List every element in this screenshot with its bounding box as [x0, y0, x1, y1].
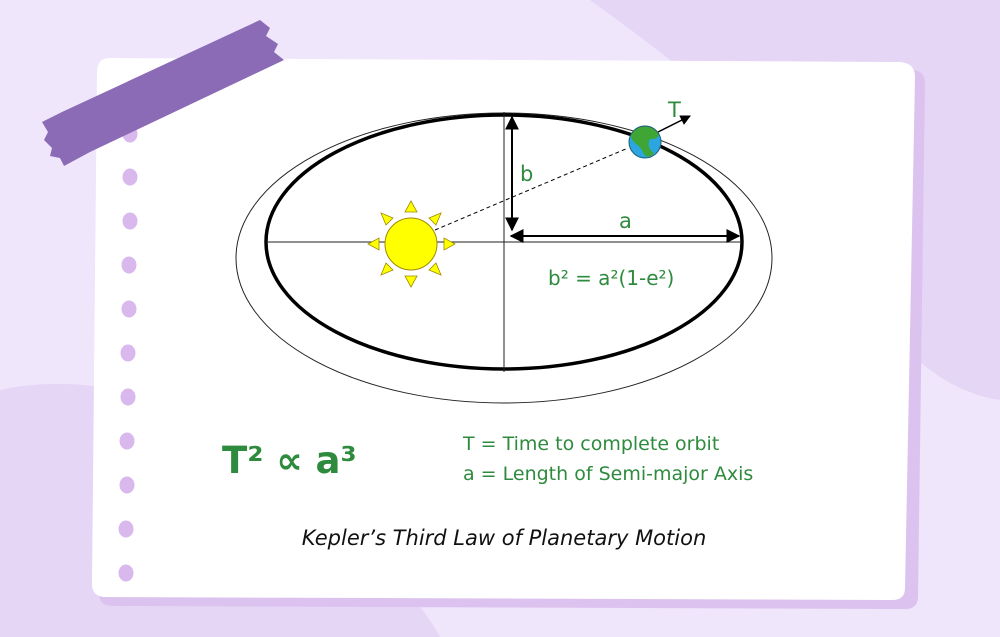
earth-planet-icon	[628, 125, 662, 159]
binder-holes	[118, 125, 138, 582]
legend-semi-major: a = Length of Semi-major Axis	[463, 463, 753, 485]
semi-minor-label-b: b	[520, 162, 533, 186]
tape-strip	[42, 20, 284, 166]
kepler-law-formula: T² ∝ a³	[222, 439, 357, 482]
sun-icon	[367, 200, 456, 288]
period-label-T: T	[667, 98, 681, 122]
semi-major-label-a: a	[619, 209, 632, 233]
figure-caption: Kepler’s Third Law of Planetary Motion	[302, 526, 707, 550]
velocity-arrow	[657, 115, 691, 133]
legend-period: T = Time to complete orbit	[462, 433, 719, 455]
eccentricity-relation: b² = a²(1-e²)	[548, 266, 674, 290]
